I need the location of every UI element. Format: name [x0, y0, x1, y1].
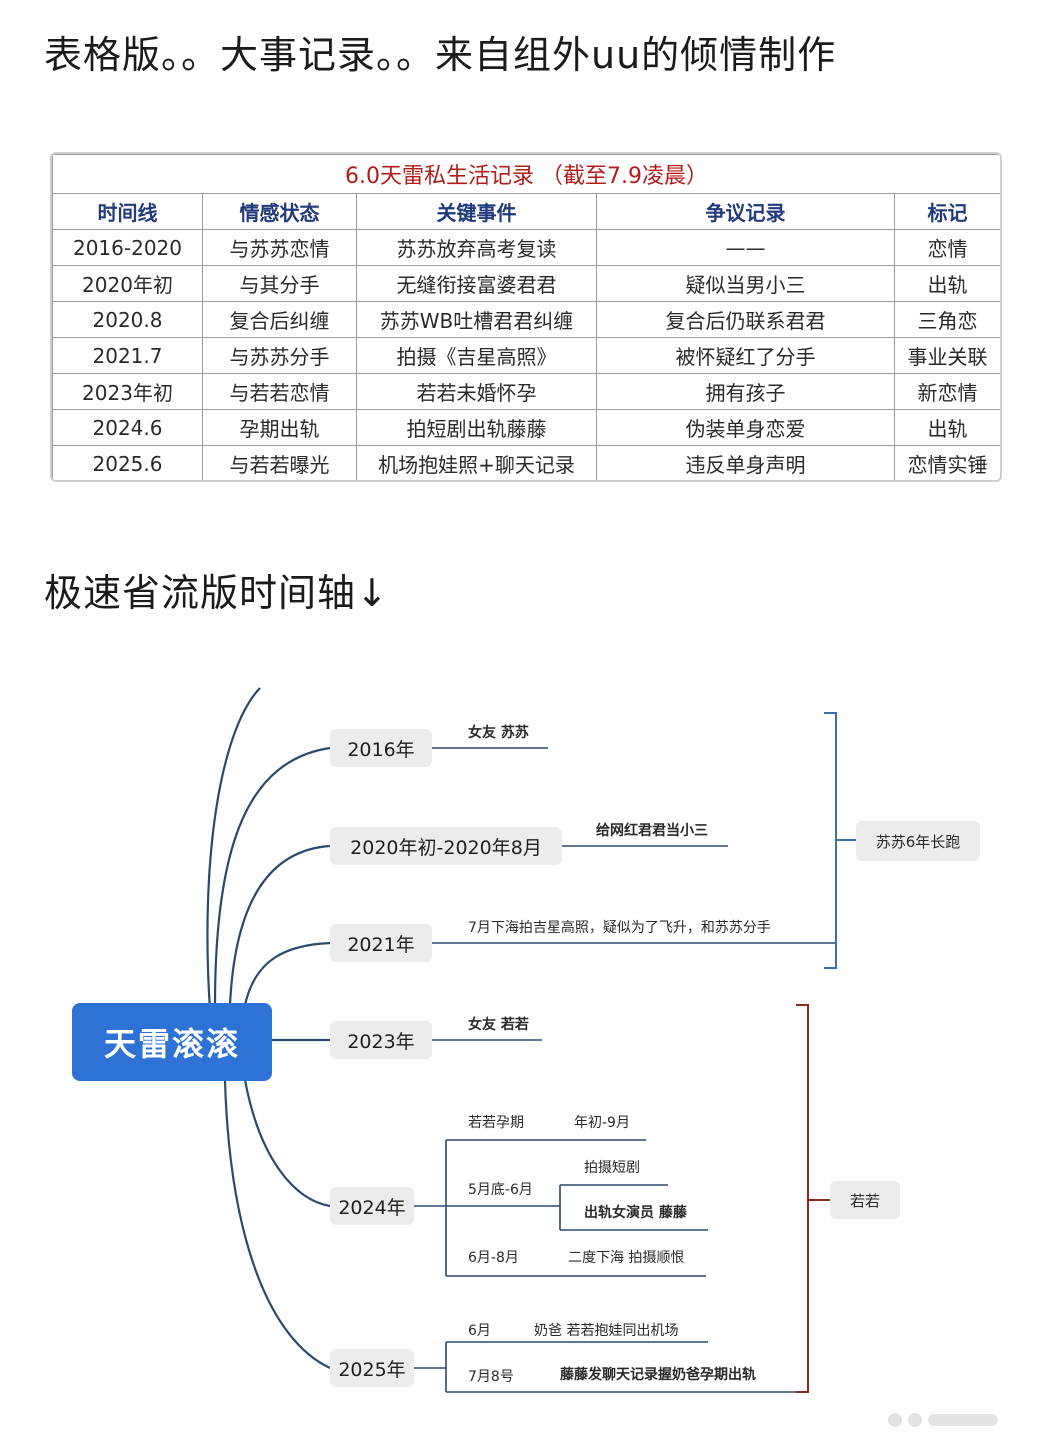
label-2020: 给网红君君当小三	[596, 823, 708, 839]
record-table-card: 6.0天雷私生活记录 （截至7.9凌晨） 时间线 情感状态 关键事件 争议记录 …	[50, 152, 1002, 482]
label-2024-may-june: 5月底-6月	[468, 1182, 533, 1198]
year-node-2021: 2021年	[330, 924, 432, 962]
image-indicator	[888, 1412, 1024, 1428]
year-node-2025: 2025年	[330, 1349, 414, 1387]
table-cell: 2023年初	[52, 373, 203, 410]
mind-map-lines	[206, 687, 856, 1393]
table-cell: 与苏苏分手	[202, 337, 357, 374]
table-cell: 被怀疑红了分手	[596, 337, 895, 374]
table-cell: 恋情	[893, 229, 1000, 266]
year-node-2023: 2023年	[330, 1021, 432, 1059]
table-cell: 2021.7	[52, 337, 203, 374]
label-2024-affair: 出轨女演员 藤藤	[584, 1205, 687, 1221]
label-2025-june: 6月	[468, 1323, 491, 1339]
page-heading-table: 表格版。。大事记录。。来自组外uu的倾情制作	[44, 33, 837, 77]
indicator-dot	[888, 1413, 902, 1427]
table-cell: 苏苏WB吐槽君君纠缠	[356, 301, 597, 338]
year-node-2020: 2020年初-2020年8月	[330, 827, 562, 865]
label-2024-june-aug: 6月-8月	[468, 1250, 519, 1266]
table-row: 2020年初与其分手无缝衔接富婆君君疑似当男小三出轨	[52, 265, 1000, 302]
table-cell: 恋情实锤	[893, 445, 1000, 480]
table-cell: 与若若恋情	[202, 373, 357, 410]
group-susu: 苏苏6年长跑	[856, 821, 980, 861]
header-cell: 情感状态	[202, 193, 357, 230]
label-2024-second-shoot: 二度下海 拍摄顺恨	[568, 1250, 685, 1266]
header-cell: 标记	[893, 193, 1000, 230]
mind-map: 天雷滚滚 2016年 2020年初-2020年8月 2021年 2023年 20…	[0, 640, 1063, 1430]
table-cell: 拍短剧出轨藤藤	[356, 409, 597, 446]
table-header-row: 时间线 情感状态 关键事件 争议记录 标记	[52, 193, 1000, 230]
table-cell: 2016-2020	[52, 229, 203, 266]
label-2025-chat-leak: 藤藤发聊天记录握奶爸孕期出轨	[560, 1367, 756, 1383]
label-2024-pregnancy: 若若孕期	[468, 1115, 524, 1131]
header-cell: 时间线	[52, 193, 203, 230]
table-cell: 拥有孩子	[596, 373, 895, 410]
label-2025-airport: 奶爸 若若抱娃同出机场	[534, 1323, 679, 1339]
table-cell: 事业关联	[893, 337, 1000, 374]
table-cell: 出轨	[893, 409, 1000, 446]
table-cell: 无缝衔接富婆君君	[356, 265, 597, 302]
label-2021: 7月下海拍吉星高照，疑似为了飞升，和苏苏分手	[468, 920, 771, 936]
table-cell: 2024.6	[52, 409, 203, 446]
label-2025-july8: 7月8号	[468, 1369, 514, 1385]
group-ruoruo: 若若	[830, 1181, 900, 1219]
label-2024-short-drama: 拍摄短剧	[584, 1160, 640, 1176]
header-cell: 争议记录	[596, 193, 895, 230]
table-cell: 机场抱娃照+聊天记录	[356, 445, 597, 480]
table-cell: 孕期出轨	[202, 409, 357, 446]
label-2016: 女友 苏苏	[468, 725, 529, 741]
table-cell: 2025.6	[52, 445, 203, 480]
table-title: 6.0天雷私生活记录 （截至7.9凌晨）	[52, 154, 1000, 194]
label-2024-pregnancy-period: 年初-9月	[574, 1115, 630, 1131]
table-cell: 2020.8	[52, 301, 203, 338]
table-cell: 疑似当男小三	[596, 265, 895, 302]
table-cell: 违反单身声明	[596, 445, 895, 480]
table-cell: 出轨	[893, 265, 1000, 302]
table-cell: 与苏苏恋情	[202, 229, 357, 266]
header-cell: 关键事件	[356, 193, 597, 230]
table-cell: 2020年初	[52, 265, 203, 302]
year-node-2024: 2024年	[330, 1187, 414, 1225]
record-table: 6.0天雷私生活记录 （截至7.9凌晨） 时间线 情感状态 关键事件 争议记录 …	[52, 154, 1000, 480]
label-2023: 女友 若若	[468, 1017, 529, 1033]
indicator-bar	[928, 1414, 998, 1426]
table-cell: 若若未婚怀孕	[356, 373, 597, 410]
table-cell: 复合后仍联系君君	[596, 301, 895, 338]
year-node-2016: 2016年	[330, 729, 432, 767]
table-row: 2023年初与若若恋情若若未婚怀孕拥有孩子新恋情	[52, 373, 1000, 410]
table-cell: 拍摄《吉星高照》	[356, 337, 597, 374]
page-heading-timeline: 极速省流版时间轴↓	[44, 571, 389, 615]
table-cell: ——	[596, 229, 895, 266]
table-cell: 苏苏放弃高考复读	[356, 229, 597, 266]
table-cell: 与其分手	[202, 265, 357, 302]
mind-map-root: 天雷滚滚	[72, 1003, 272, 1081]
table-cell: 伪装单身恋爱	[596, 409, 895, 446]
table-cell: 与若若曝光	[202, 445, 357, 480]
table-cell: 复合后纠缠	[202, 301, 357, 338]
table-cell: 新恋情	[893, 373, 1000, 410]
indicator-dot	[908, 1413, 922, 1427]
table-cell: 三角恋	[893, 301, 1000, 338]
